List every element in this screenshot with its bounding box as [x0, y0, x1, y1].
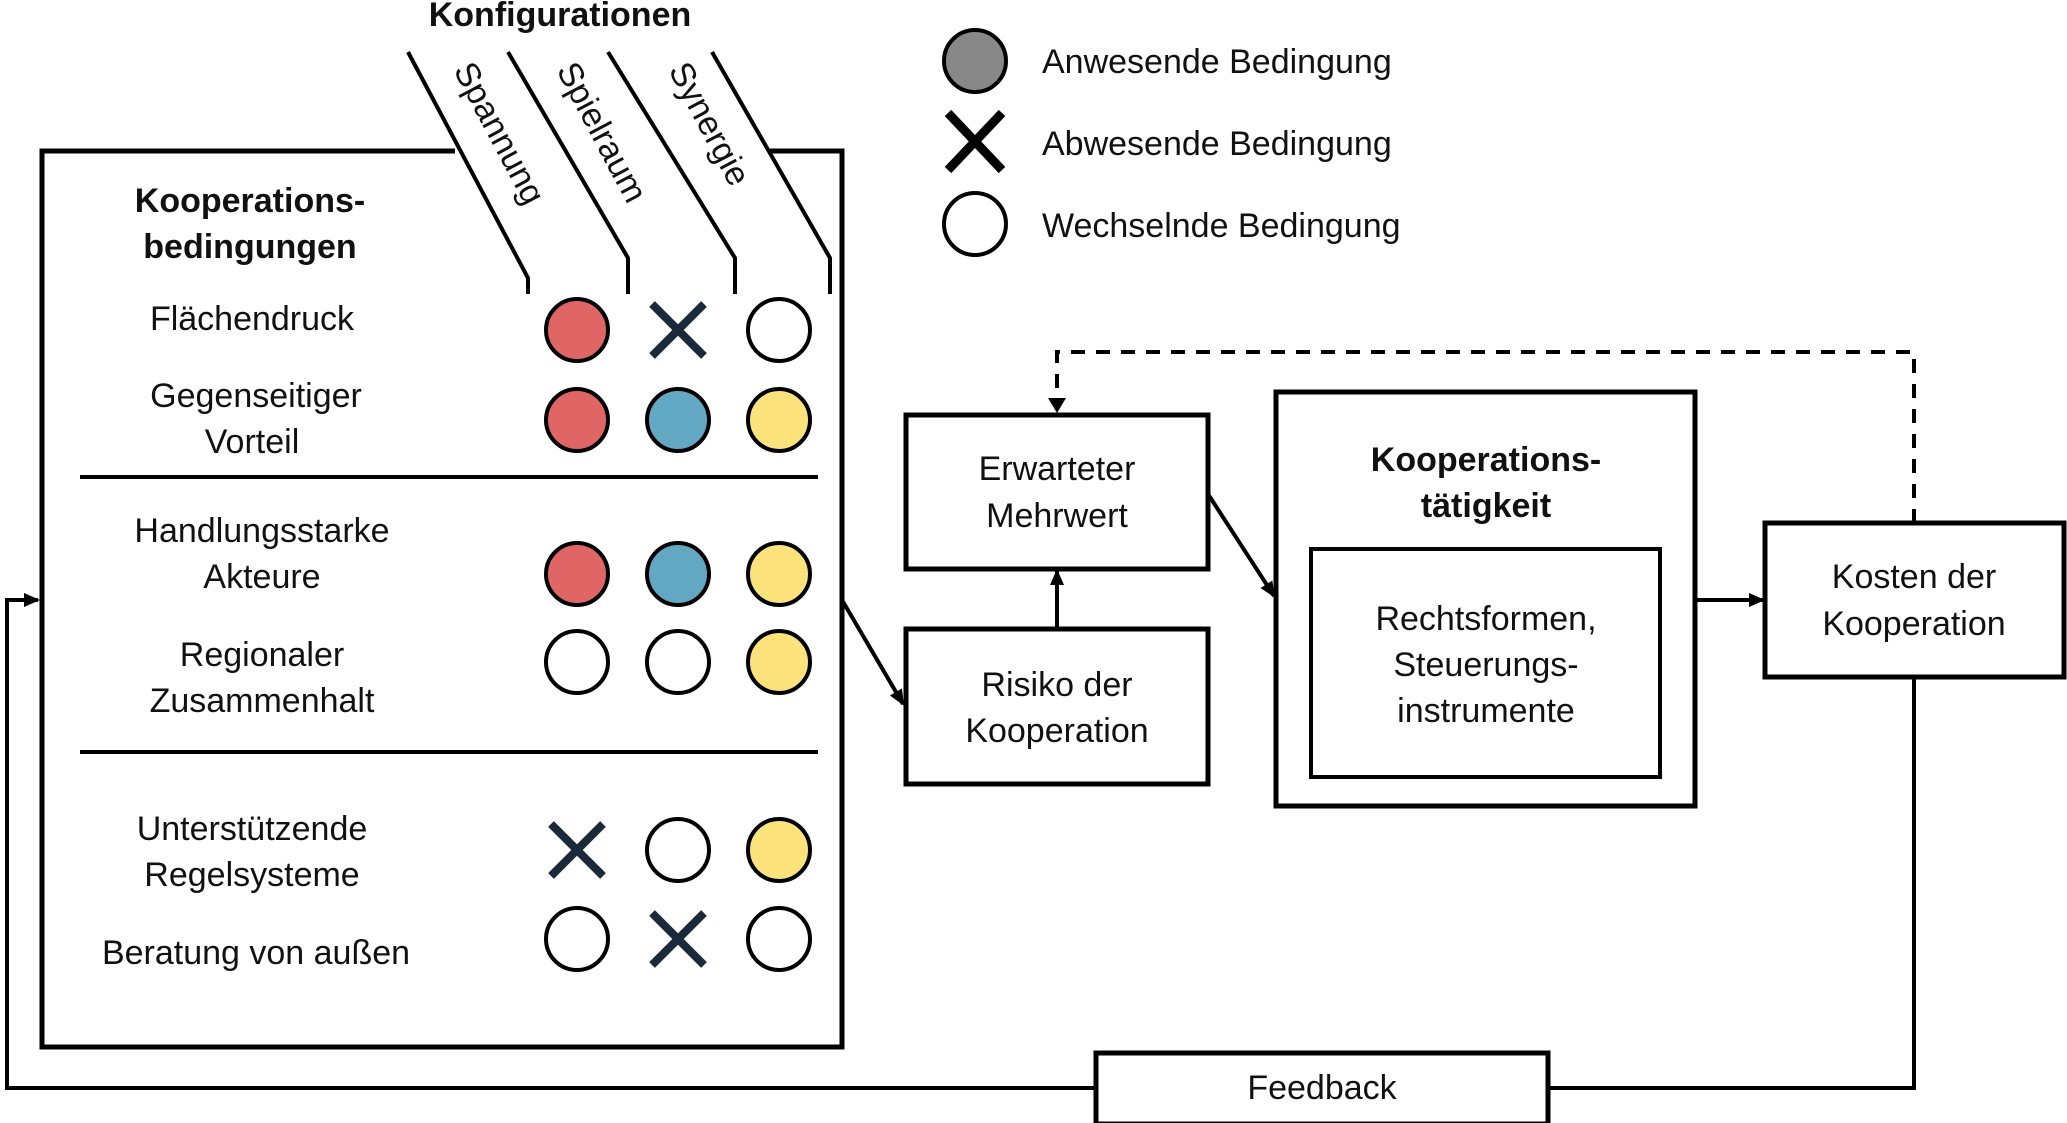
cell-3-synergie-filled-circle-icon — [746, 629, 812, 695]
legend-filled-circle-icon — [942, 28, 1008, 94]
feedback-left-segment — [5, 593, 1096, 1090]
feedback-right-segment — [1548, 677, 1916, 1090]
conditions-title-line2: bedingungen — [143, 228, 356, 266]
cell-4-spielraum-empty-circle-icon — [645, 817, 711, 883]
costs-line1: Kosten der — [1832, 558, 1996, 596]
cell-1-synergie-filled-circle-icon — [746, 387, 812, 453]
activity-inner-box — [1309, 547, 1662, 779]
costs-box — [1762, 520, 2067, 680]
legend-cross-icon — [944, 109, 1006, 174]
condition-label-gegenseitiger-vorteil-2: Vorteil — [205, 423, 300, 461]
configuration-matrix — [544, 297, 812, 972]
cell-5-spannung-empty-circle-icon — [544, 906, 610, 972]
cell-3-spannung-empty-circle-icon — [544, 629, 610, 695]
cell-2-spielraum-filled-circle-icon — [645, 541, 711, 607]
activity-inner-line1: Rechtsformen, — [1375, 600, 1596, 638]
condition-label-beratung-von-aussen: Beratung von außen — [102, 934, 410, 972]
legend-label-present: Anwesende Bedingung — [1042, 43, 1392, 81]
cell-4-synergie-filled-circle-icon — [746, 817, 812, 883]
configurations-title: Konfigurationen — [429, 0, 692, 34]
condition-label-unterstuetzende-regelsysteme-2: Regelsysteme — [144, 856, 359, 894]
legend: Anwesende Bedingung Abwesende Bedingung … — [942, 28, 1401, 257]
cell-2-synergie-filled-circle-icon — [746, 541, 812, 607]
cell-0-spielraum-cross-icon — [649, 301, 707, 359]
cell-2-spannung-filled-circle-icon — [544, 541, 610, 607]
expected-value-line1: Erwarteter — [979, 450, 1136, 488]
legend-label-varying: Wechselnde Bedingung — [1042, 207, 1401, 245]
condition-label-unterstuetzende-regelsysteme-1: Unterstützende — [137, 810, 368, 848]
condition-label-handlungsstarke-akteure-1: Handlungsstarke — [134, 512, 389, 550]
configuration-bands — [406, 50, 832, 294]
conditions-panel — [39, 148, 845, 1050]
cell-1-spielraum-filled-circle-icon — [645, 387, 711, 453]
conditions-title-line1: Kooperations- — [135, 182, 365, 220]
legend-label-absent: Abwesende Bedingung — [1042, 125, 1392, 163]
condition-label-regionaler-zusammenhalt-2: Zusammenhalt — [150, 682, 375, 720]
cell-1-spannung-filled-circle-icon — [544, 387, 610, 453]
dashed-arrowhead — [1048, 398, 1066, 413]
cell-0-spannung-filled-circle-icon — [544, 297, 610, 363]
cell-4-spannung-cross-icon — [548, 821, 606, 879]
cell-5-spielraum-cross-icon — [649, 910, 707, 968]
expected-value-box — [903, 412, 1211, 572]
risk-box — [903, 626, 1211, 787]
header-mask — [455, 143, 770, 163]
feedback-label: Feedback — [1247, 1069, 1397, 1107]
activity-title-line2: tätigkeit — [1421, 487, 1551, 525]
cell-3-spielraum-empty-circle-icon — [645, 629, 711, 695]
legend-empty-circle-icon — [942, 191, 1008, 257]
dashed-feedback-loop — [1055, 350, 1916, 523]
costs-line2: Kooperation — [1822, 605, 2005, 643]
risk-line1: Risiko der — [981, 666, 1132, 704]
activity-title-line1: Kooperations- — [1371, 441, 1601, 479]
condition-label-flaechendruck: Flächendruck — [150, 300, 355, 338]
activity-inner-line2: Steuerungs- — [1393, 646, 1578, 684]
condition-label-regionaler-zusammenhalt-1: Regionaler — [180, 636, 344, 674]
cell-0-synergie-empty-circle-icon — [746, 297, 812, 363]
cell-5-synergie-empty-circle-icon — [746, 906, 812, 972]
arrow-expected-to-activity — [1206, 492, 1276, 598]
condition-label-handlungsstarke-akteure-2: Akteure — [203, 558, 320, 596]
condition-label-gegenseitiger-vorteil-1: Gegenseitiger — [150, 377, 362, 415]
expected-value-line2: Mehrwert — [986, 497, 1128, 535]
risk-line2: Kooperation — [965, 712, 1148, 750]
feedback-box — [1093, 1050, 1551, 1123]
activity-inner-line3: instrumente — [1397, 692, 1575, 730]
arrow-conditions-to-risk — [840, 598, 905, 706]
